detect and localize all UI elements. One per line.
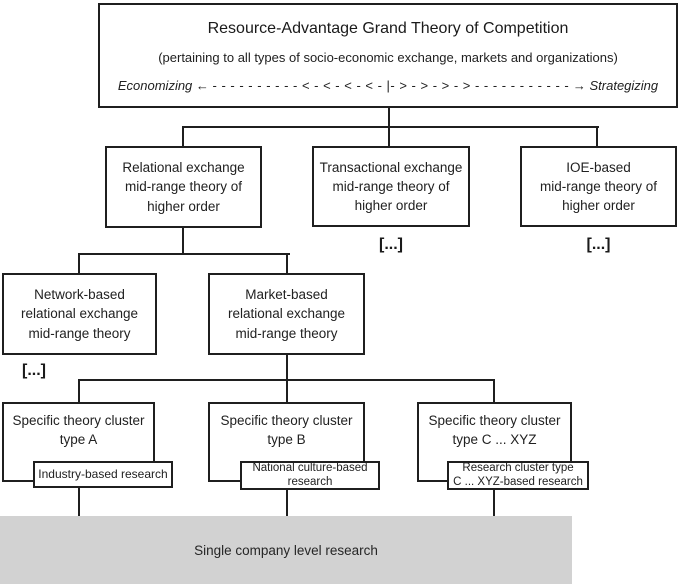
connector-drop-cluster-b — [286, 379, 288, 403]
market-based-box: Market-based relational exchange mid-ran… — [208, 273, 365, 355]
connector-cluster-b-base — [286, 488, 288, 516]
ioe-based-box: IOE-based mid-range theory of higher ord… — [520, 146, 677, 227]
connector-level2-horizontal — [78, 253, 290, 255]
connector-drop-cluster-a — [78, 379, 80, 403]
connector-drop-transactional — [388, 126, 390, 147]
network-based-box: Network-based relational exchange mid-ra… — [2, 273, 157, 355]
ioe-ellipsis: [...] — [586, 236, 611, 253]
connector-drop-network — [78, 253, 80, 274]
relational-exchange-box: Relational exchange mid-range theory of … — [105, 146, 262, 228]
connector-top-vertical — [388, 107, 390, 128]
left-arrow-icon: ← — [195, 77, 209, 93]
connector-drop-market — [286, 253, 288, 274]
connector-cluster-a-base — [78, 486, 80, 516]
right-arrow-icon: → — [572, 77, 586, 93]
connector-cluster-c-base — [493, 488, 495, 516]
connector-level1-horizontal — [182, 126, 599, 128]
grand-theory-subtitle: (pertaining to all types of socio-econom… — [158, 50, 618, 66]
economizing-label: Economizing — [117, 77, 193, 93]
research-cluster-xyz-subbox: Research cluster type C ... XYZ-based re… — [447, 461, 589, 490]
network-ellipsis: [...] — [22, 362, 46, 379]
national-culture-research-subbox: National culture-based research — [240, 461, 380, 490]
axis-dashes: - - - - - - - - - - < - < - < - < - |- >… — [212, 77, 570, 93]
grand-theory-title: Resource-Advantage Grand Theory of Compe… — [207, 20, 569, 38]
connector-drop-relational — [182, 126, 184, 147]
connector-relational-vertical — [182, 227, 184, 255]
grand-theory-box: Resource-Advantage Grand Theory of Compe… — [98, 3, 678, 108]
industry-research-subbox: Industry-based research — [33, 461, 173, 488]
connector-drop-ioe — [596, 126, 598, 147]
economizing-strategizing-axis: Economizing ← - - - - - - - - - - < - < … — [118, 78, 658, 93]
strategizing-label: Strategizing — [589, 77, 659, 93]
connector-drop-cluster-c — [493, 379, 495, 403]
transactional-exchange-box: Transactional exchange mid-range theory … — [312, 146, 470, 227]
transactional-ellipsis: [...] — [379, 236, 403, 253]
single-company-research-bar: Single company level research — [0, 516, 572, 584]
connector-market-vertical — [286, 354, 288, 381]
